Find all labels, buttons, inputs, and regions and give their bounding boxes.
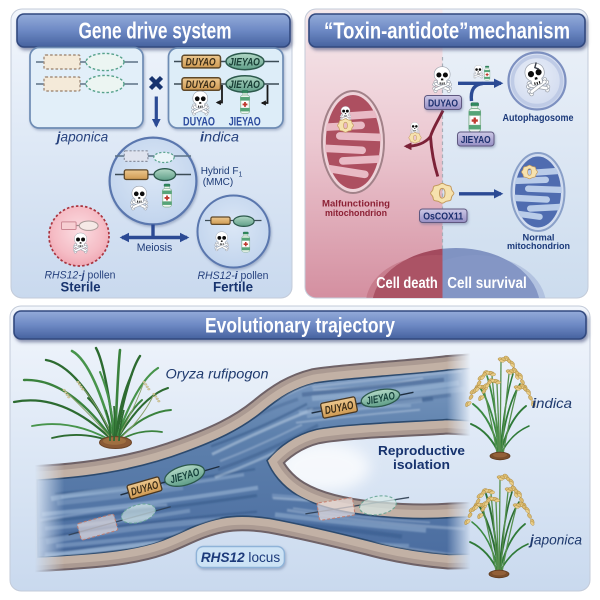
svg-text:Hybrid F1: Hybrid F1 <box>201 166 243 178</box>
svg-text:Fertile: Fertile <box>213 279 253 294</box>
svg-text:DUYAO: DUYAO <box>186 56 216 68</box>
svg-text:Oryza rufipogon: Oryza rufipogon <box>166 366 269 382</box>
svg-text:“Toxin-antidote”mechanism: “Toxin-antidote”mechanism <box>324 18 570 44</box>
svg-text:mitochondrion: mitochondrion <box>325 207 387 218</box>
svg-text:JIEYAO: JIEYAO <box>461 135 491 146</box>
svg-text:RHS12-i pollen: RHS12-i pollen <box>198 270 269 282</box>
svg-text:RHS12 locus: RHS12 locus <box>201 550 281 565</box>
svg-text:japonica: japonica <box>528 532 582 548</box>
svg-text:DUYAO: DUYAO <box>186 79 216 91</box>
svg-text:mitochondrion: mitochondrion <box>507 240 570 251</box>
svg-text:Evolutionary trajectory: Evolutionary trajectory <box>205 314 395 338</box>
svg-text:indica: indica <box>532 395 572 411</box>
svg-text:DUYAO: DUYAO <box>183 115 215 128</box>
svg-text:OsCOX11: OsCOX11 <box>423 211 463 222</box>
svg-text:Autophagosome: Autophagosome <box>503 113 574 124</box>
svg-text:JIEYAO: JIEYAO <box>229 115 261 128</box>
svg-text:japonica: japonica <box>55 130 109 145</box>
svg-text:Cell death: Cell death <box>376 275 438 292</box>
svg-text:indica: indica <box>200 130 239 145</box>
svg-text:JIEYAO: JIEYAO <box>365 390 396 408</box>
svg-text:Malfunctioning: Malfunctioning <box>322 198 390 209</box>
svg-text:Sterile: Sterile <box>61 279 101 294</box>
svg-text:RHS12-j pollen: RHS12-j pollen <box>45 269 116 281</box>
svg-text:Reproductive: Reproductive <box>378 444 465 458</box>
svg-text:DUYAO: DUYAO <box>428 98 458 109</box>
svg-text:JIEYAO: JIEYAO <box>229 56 260 68</box>
svg-text:JIEYAO: JIEYAO <box>229 79 260 91</box>
svg-text:DUYAO: DUYAO <box>324 400 355 418</box>
svg-text:Normal: Normal <box>523 232 555 243</box>
svg-text:Gene drive system: Gene drive system <box>79 18 232 44</box>
svg-text:Meiosis: Meiosis <box>137 242 173 254</box>
svg-text:isolation: isolation <box>393 458 450 472</box>
svg-text:Cell survival: Cell survival <box>447 275 527 292</box>
svg-text:(MMC): (MMC) <box>203 177 234 188</box>
